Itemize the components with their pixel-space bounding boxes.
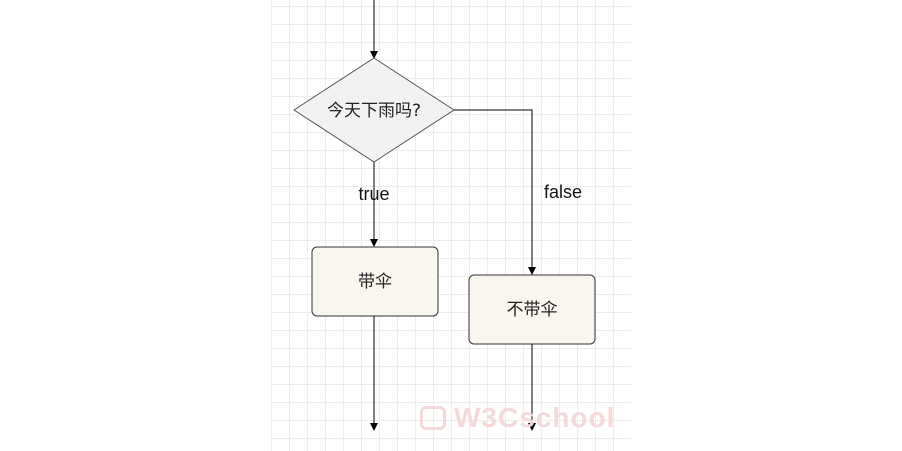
decision-node: 今天下雨吗? [293,57,455,163]
false-action-node: 不带伞 [468,274,596,345]
w3cschool-logo-icon [420,406,446,430]
true-action-node: 带伞 [311,246,439,317]
true-action-box [311,246,439,317]
watermark: W3Cschool [420,402,615,434]
edge-label-true: true [358,184,389,204]
grid-background [271,0,631,451]
true-action-label: 带伞 [358,272,392,292]
edge-label-false: false [544,182,582,202]
decision-label: 今天下雨吗? [327,101,421,121]
false-action-label: 不带伞 [507,300,558,320]
edge-decision-to-false [454,109,536,275]
watermark-text: W3Cschool [454,402,616,433]
